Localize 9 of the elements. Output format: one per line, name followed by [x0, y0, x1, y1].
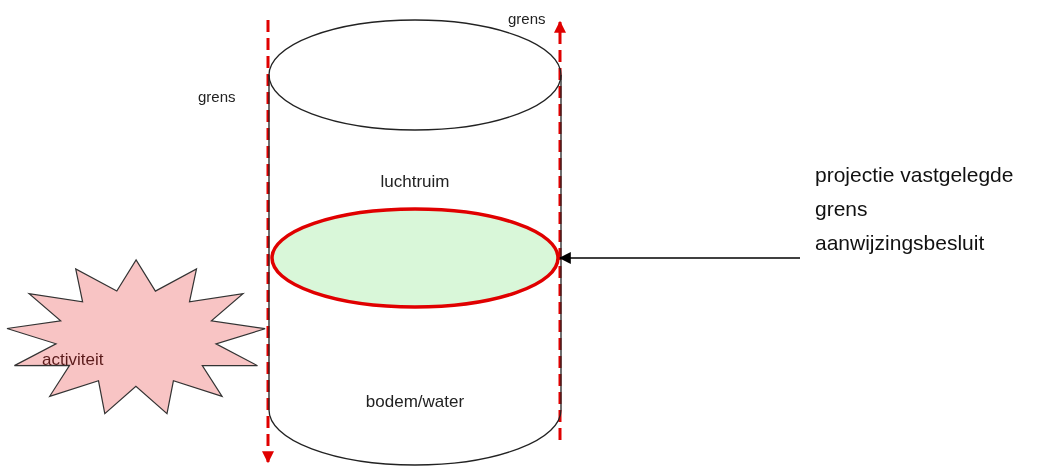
boundary-label: grens: [198, 88, 236, 105]
projection-ellipse: [270, 207, 560, 309]
annotation-text: projectie vastgelegde grens aanwijzingsbesluit: [800, 158, 1015, 266]
cylinder: [268, 18, 562, 467]
arrow: [558, 252, 801, 264]
ground-water-label: bodem/water: [364, 392, 466, 412]
airspace-label: luchtruim: [379, 172, 451, 192]
boundary-label: grens: [508, 10, 546, 27]
activity-label: activiteit: [42, 350, 104, 370]
